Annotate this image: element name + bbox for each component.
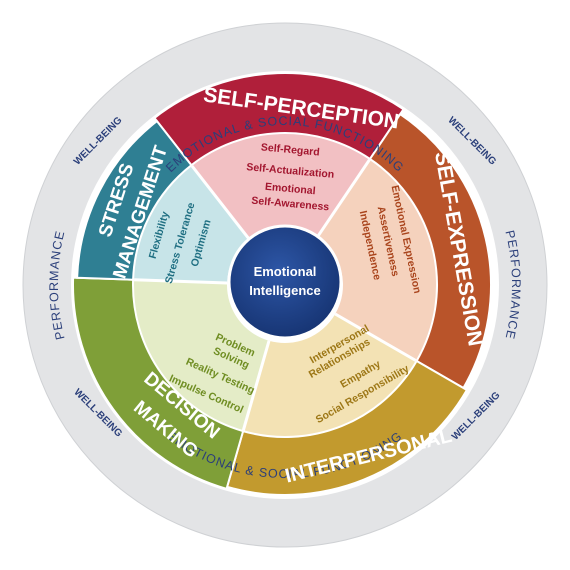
center-line2: Intelligence: [249, 283, 321, 298]
self-expression-divider: [316, 158, 371, 238]
self-perception-divider: [190, 165, 251, 241]
center-line1: Emotional: [254, 264, 317, 279]
stress-management-divider: [134, 278, 228, 285]
center-circle: [227, 224, 343, 340]
self-expression-inner-wedge: [317, 159, 436, 361]
decision-making-divider: [241, 340, 271, 431]
self-perception-inner-wedge: [192, 133, 370, 240]
self-perception-item-3: Emotional: [264, 181, 316, 197]
segment-bands: [72, 72, 492, 496]
segment-inner-areas: [134, 133, 436, 437]
interpersonal-divider: [334, 312, 417, 362]
decision-making-band: [72, 276, 245, 491]
self-perception-item-1: Self-Regard: [260, 141, 320, 158]
ring-label-right: PERFORMANCE: [503, 229, 524, 341]
segment-dividers: [134, 158, 417, 431]
stress-management-inner-wedge: [134, 166, 250, 283]
interpersonal-inner-wedge: [243, 314, 416, 437]
stress-management-band: [76, 119, 193, 281]
decision-making-inner-wedge: [134, 279, 270, 431]
self-perception-band: [153, 72, 405, 167]
ring-label-left: PERFORMANCE: [47, 229, 68, 341]
